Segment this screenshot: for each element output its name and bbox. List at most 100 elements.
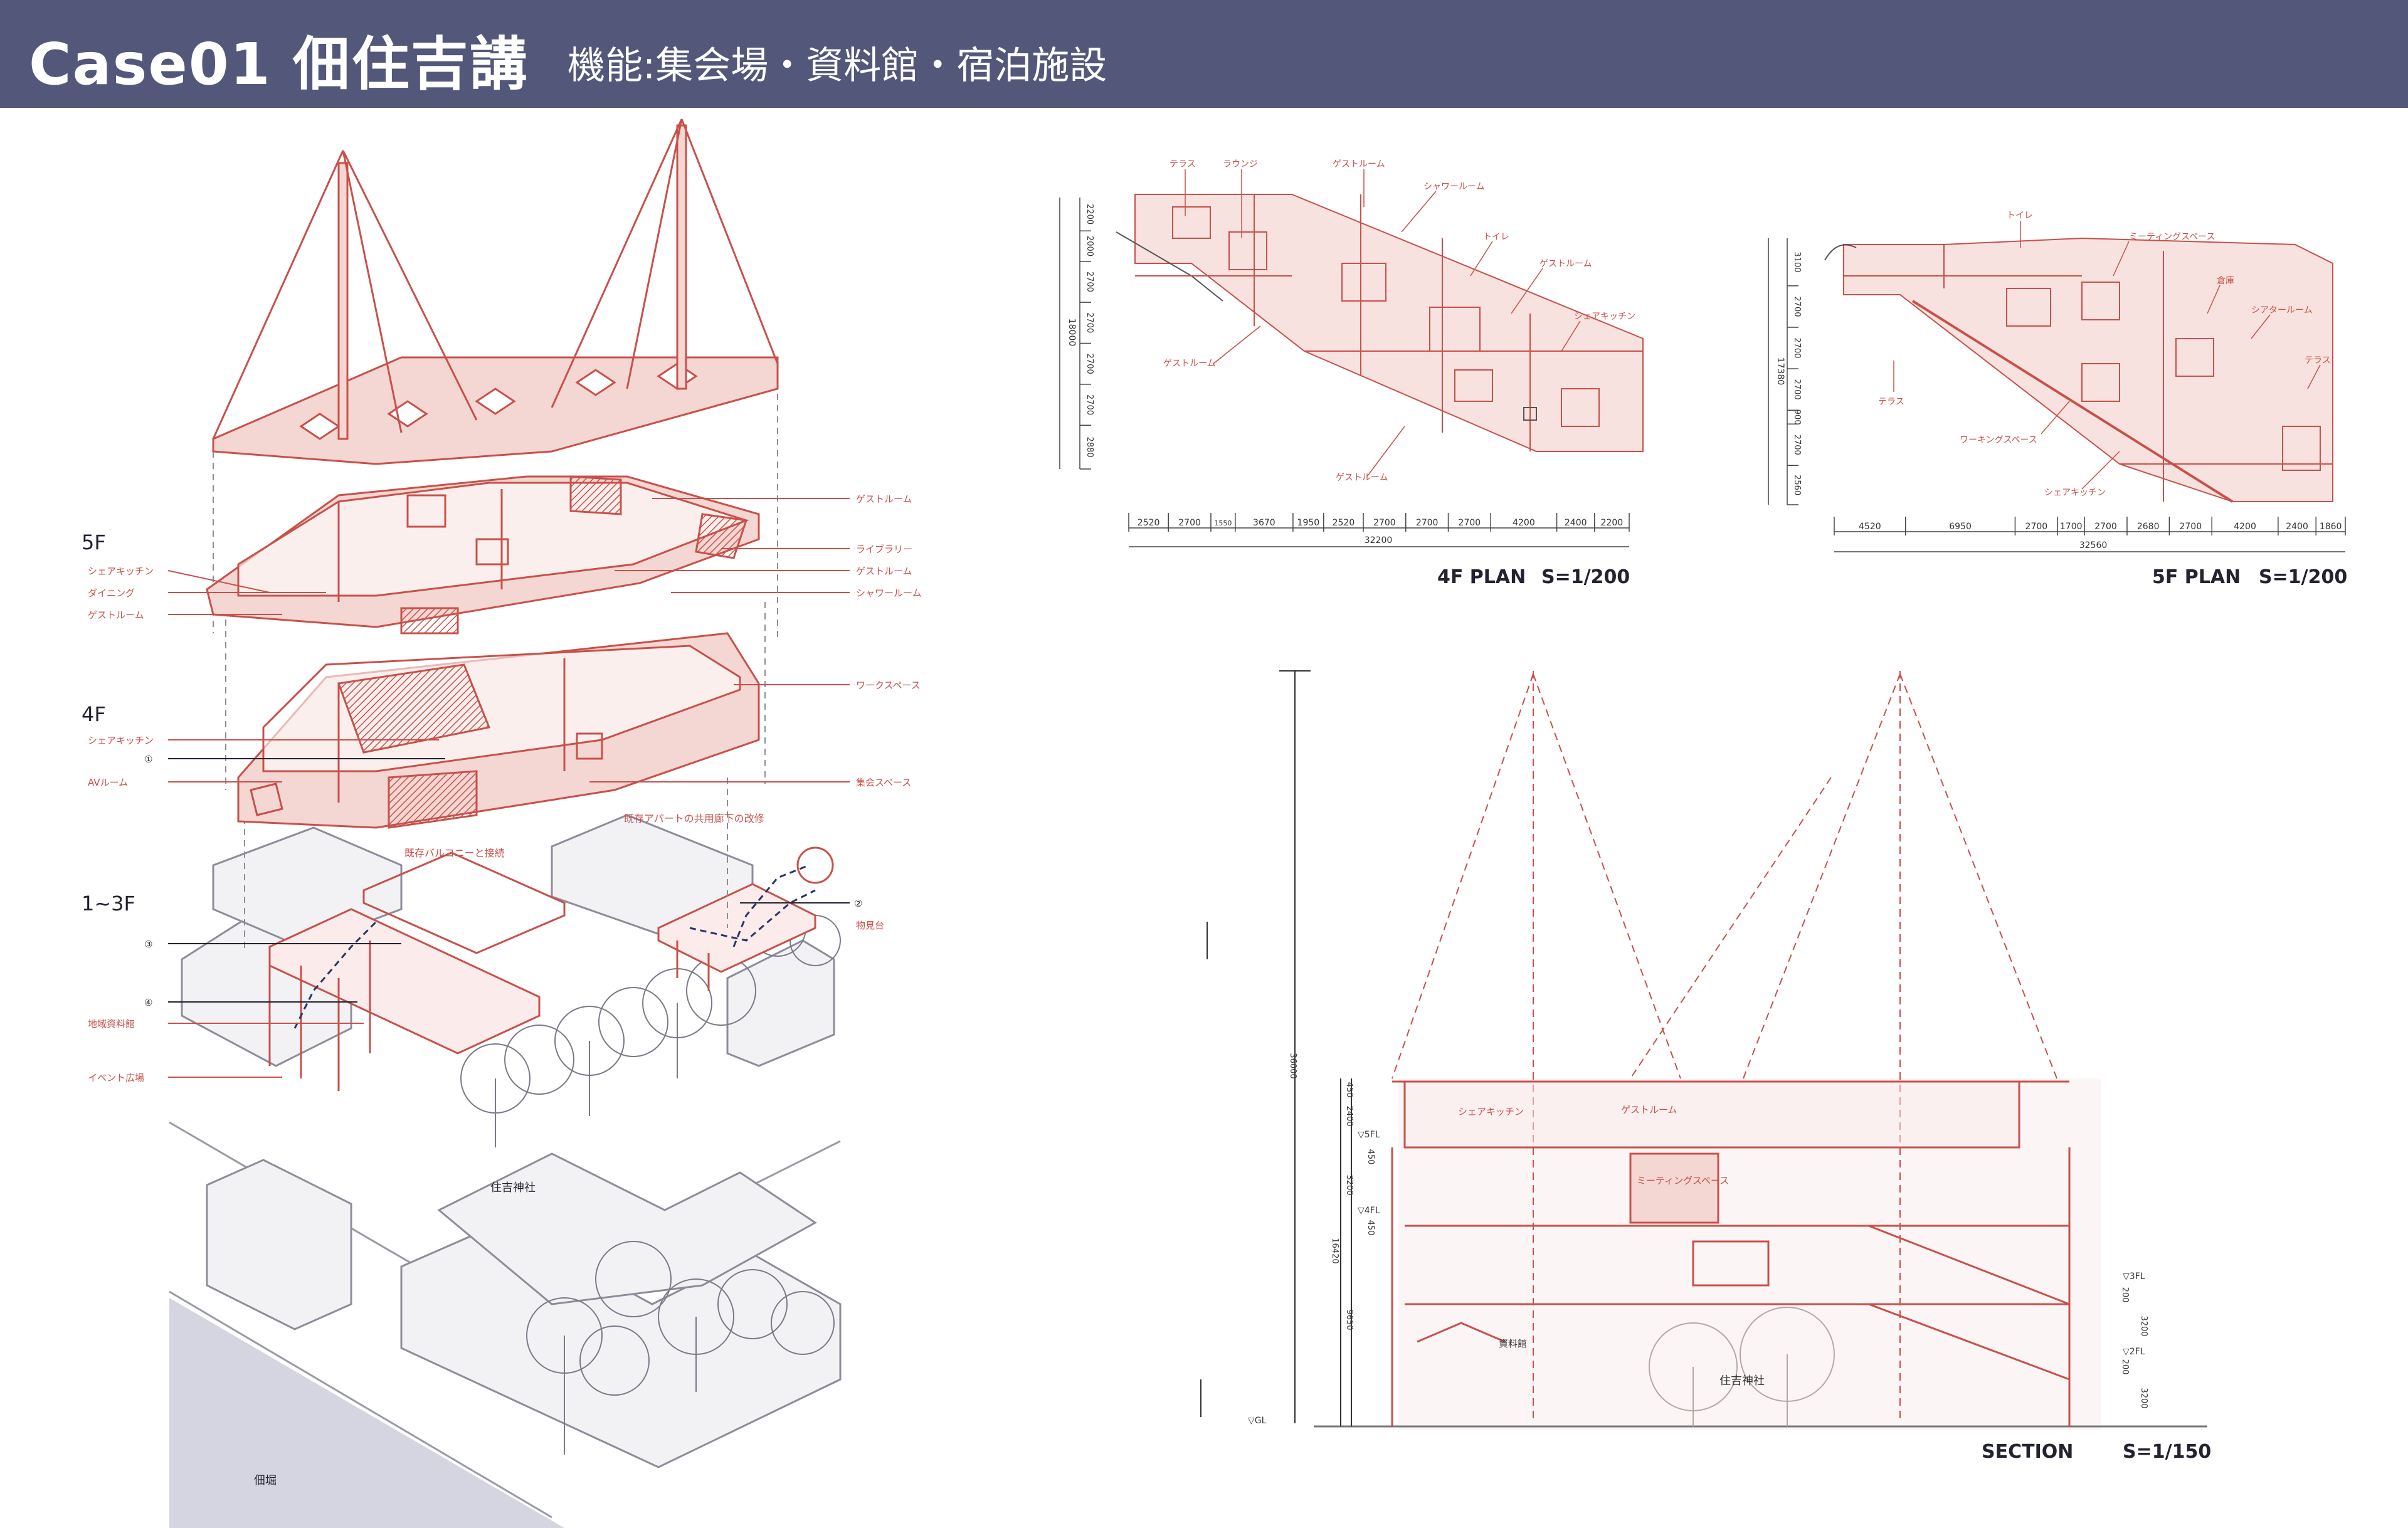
dim-16420: 16420 bbox=[1330, 1238, 1339, 1263]
plan4-label-terrace: テラス bbox=[1170, 159, 1196, 169]
label-guest-mid: ゲストルーム bbox=[856, 566, 912, 577]
section-label-meeting: ミーティングスペース bbox=[1637, 1175, 1729, 1186]
plan4-left-dim-label: 2000 bbox=[1085, 236, 1094, 256]
dim-450c: 450 bbox=[1366, 1220, 1375, 1236]
label-shower: シャワールーム bbox=[856, 587, 922, 599]
plan5-label-working: ワーキングスペース bbox=[1960, 435, 2037, 445]
plan4-bottom-dim-label: 2700 bbox=[1416, 518, 1439, 528]
plan5-left-dim-label: 2700 bbox=[1792, 435, 1802, 455]
floor-label-1-3f: 1~3F bbox=[82, 892, 135, 915]
plan4-label-toilet: トイレ bbox=[1483, 232, 1509, 242]
dim-r3200a: 3200 bbox=[2139, 1315, 2148, 1336]
plan4-label-guest4: ゲストルーム bbox=[1336, 473, 1388, 483]
axo-floor-labels: 5F 4F 1~3F bbox=[82, 530, 135, 915]
section-drawing bbox=[1200, 668, 2207, 1436]
dim-r200b: 200 bbox=[2120, 1359, 2130, 1375]
section-levels: ▽5FL ▽4FL ▽3FL ▽2FL ▽GL bbox=[1248, 1130, 2145, 1426]
plan5-left-dim-label: 2700 bbox=[1792, 296, 1802, 317]
label-4f-av: AVルーム bbox=[88, 777, 128, 788]
plan5-label-terrace-l: テラス bbox=[1878, 397, 1904, 407]
dim-36000: 36000 bbox=[1288, 1053, 1297, 1078]
plan4-bottom-dim-label: 1950 bbox=[1297, 518, 1320, 528]
plan-4f-drawing bbox=[1116, 194, 1644, 452]
plan4-bottom-dim-label: 2700 bbox=[1373, 518, 1396, 528]
section-caption-label: SECTION bbox=[1982, 1441, 2073, 1463]
plan4-label-kitchen: シェアキッチン bbox=[1574, 312, 1635, 322]
label-4f-kitchen: シェアキッチン bbox=[88, 735, 154, 746]
plan5-bottom-dim-label: 1860 bbox=[2320, 522, 2342, 532]
plan5-bottom-dim-label: 1700 bbox=[2060, 522, 2083, 532]
label-event: イベント広場 bbox=[88, 1072, 144, 1083]
plan4-bottom-dim-label: 2520 bbox=[1333, 518, 1355, 528]
label-circle-2: ② bbox=[854, 898, 862, 909]
plan4-label-guest2: ゲストルーム bbox=[1539, 259, 1592, 269]
label-archive: 地域資料館 bbox=[88, 1018, 135, 1030]
plan4-dim-total: 32200 bbox=[1365, 535, 1393, 545]
plan-4f-dimension-lines bbox=[1059, 198, 1629, 547]
plan5-dim-total: 32560 bbox=[2079, 540, 2108, 551]
level-3fl: ▽3FL bbox=[2123, 1272, 2145, 1282]
label-circle-3: ③ bbox=[144, 939, 152, 950]
label-library: ライブラリー bbox=[856, 544, 912, 555]
label-circle-4: ④ bbox=[144, 997, 152, 1008]
leader-lines-dark bbox=[168, 758, 445, 1003]
plan5-bottom-dim-label: 2700 bbox=[2179, 522, 2202, 532]
dim-2400: 2400 bbox=[1344, 1105, 1354, 1126]
axo-places: 住吉神社 佃堀 bbox=[254, 1181, 536, 1487]
floor-4f-slab bbox=[237, 632, 760, 829]
plan5-bottom-dim-label: 2400 bbox=[2286, 522, 2308, 532]
axo-left-labels: シェアキッチン ダイニング ゲストルーム シェアキッチン ① AVルーム ③ ④… bbox=[88, 566, 154, 1083]
plan4-bottom-dim-label: 2520 bbox=[1138, 518, 1160, 528]
label-5f-guest: ゲストルーム bbox=[88, 609, 144, 621]
floor-label-4f: 4F bbox=[82, 702, 106, 726]
plan4-left-dim-label: 2200 bbox=[1085, 204, 1094, 224]
floor-5f-slab bbox=[206, 475, 760, 635]
dim-r3200b: 3200 bbox=[2139, 1388, 2148, 1408]
plan-5f-leaders bbox=[1893, 221, 2321, 490]
plan5-left-dim-label: 2700 bbox=[1792, 337, 1802, 358]
plan4-label-guest3: ゲストルーム bbox=[1163, 359, 1216, 369]
plan5-label-theater: シアタールーム bbox=[2251, 305, 2313, 315]
plan5-left-dim-label: 2700 bbox=[1792, 379, 1802, 400]
plan4-bottom-dim-label: 2700 bbox=[1178, 518, 1201, 528]
plan-4f-caption: 4F PLAN S=1/200 bbox=[1437, 566, 1630, 588]
plan5-bottom-dim-label: 6950 bbox=[1949, 522, 1972, 532]
label-assembly: 集会スペース bbox=[856, 777, 911, 788]
leader-lines-left bbox=[167, 570, 439, 1078]
plan4-bottom-dim-label: 4200 bbox=[1513, 518, 1535, 528]
plan4-caption-label: 4F PLAN bbox=[1437, 566, 1526, 588]
plan4-left-dim-label: 2700 bbox=[1085, 394, 1094, 415]
plan4-bottom-dim-label: 2400 bbox=[1565, 518, 1587, 528]
plan5-label-meeting: ミーティングスペース bbox=[2129, 232, 2215, 242]
section-label-archive: 資料館 bbox=[1499, 1338, 1527, 1349]
label-5f-kitchen: シェアキッチン bbox=[88, 566, 154, 577]
dim-r200a: 200 bbox=[2120, 1287, 2130, 1303]
plan5-caption-label: 5F PLAN bbox=[2152, 566, 2241, 588]
label-5f-dining: ダイニング bbox=[88, 587, 135, 599]
note-balcony: 既存バルコニーと接続 bbox=[404, 847, 505, 859]
dim-9650: 9650 bbox=[1344, 1309, 1354, 1330]
dim-450a: 450 bbox=[1344, 1082, 1354, 1098]
plan4-bottom-dim-label: 1550 bbox=[1214, 519, 1232, 527]
plan5-bottom-dim-label: 4200 bbox=[2234, 522, 2256, 532]
plan4-left-dim-label: 2700 bbox=[1085, 354, 1094, 374]
level-4fl: ▽4FL bbox=[1358, 1206, 1380, 1216]
page-title: Case01 佃住吉講 bbox=[29, 31, 529, 98]
plan5-dim-left-total: 17380 bbox=[1775, 357, 1785, 386]
level-5fl: ▽5FL bbox=[1358, 1130, 1380, 1140]
plan4-left-dim-label: 2700 bbox=[1085, 271, 1094, 292]
section-labels: シェアキッチン ゲストルーム ミーティングスペース 資料館 住吉神社 bbox=[1458, 1104, 1765, 1388]
axo-right-labels: ゲストルーム ライブラリー ゲストルーム シャワールーム ワークスペース 集会ス… bbox=[854, 493, 922, 931]
plan5-caption-scale: S=1/200 bbox=[2259, 566, 2347, 588]
level-gl: ▽GL bbox=[1248, 1416, 1267, 1426]
plan4-bottom-dim-label: 2200 bbox=[1601, 518, 1624, 528]
roof-with-masts bbox=[212, 119, 779, 465]
plan5-bottom-dim-label: 2680 bbox=[2137, 522, 2160, 532]
plan-5f-dimension-lines bbox=[1768, 238, 2345, 552]
plan5-bottom-dim-label: 4520 bbox=[1859, 522, 1881, 532]
leader-lines-right bbox=[589, 498, 850, 782]
plan-5f-caption: 5F PLAN S=1/200 bbox=[2152, 566, 2347, 588]
